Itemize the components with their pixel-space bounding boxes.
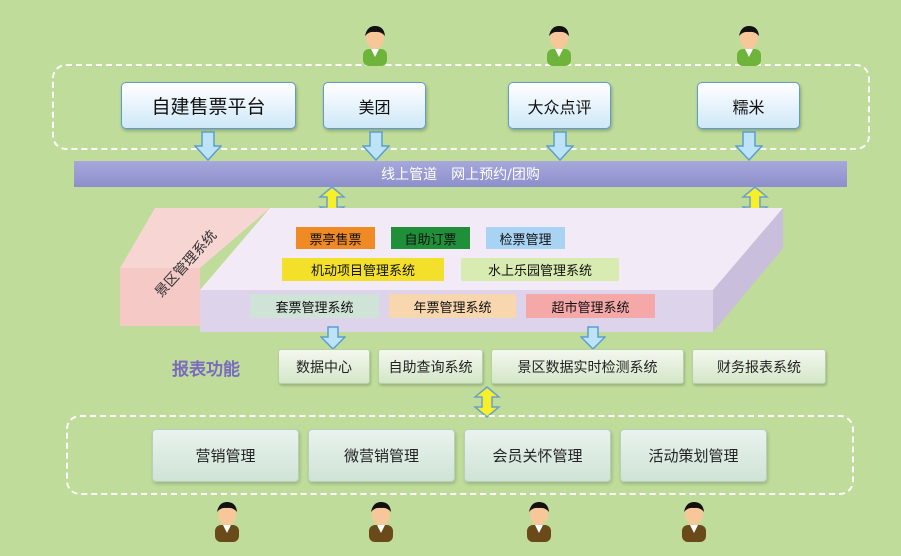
online-channel-bar: 线上管道 网上预约/团购 [74,161,847,187]
event-planning-management[interactable]: 活动策划管理 [620,429,767,482]
marketing-container [66,415,854,495]
user-icon [543,24,575,70]
channel-nuomi[interactable]: 糯米 [697,82,800,129]
module-self-booking[interactable]: 自助订票 [391,227,470,249]
arrow-down-icon [361,131,391,165]
report-section-label: 报表功能 [172,360,240,380]
user-icon [211,500,243,546]
module-annual-ticket[interactable]: 年票管理系统 [389,294,516,318]
module-package-ticket[interactable]: 套票管理系统 [250,294,379,318]
report-financial[interactable]: 财务报表系统 [692,349,826,384]
arrow-down-icon [579,326,607,354]
bidirectional-arrow-icon [472,386,502,422]
module-ticket-check[interactable]: 检票管理 [486,227,565,249]
channel-self-platform[interactable]: 自建售票平台 [121,82,296,129]
user-icon [359,24,391,70]
arrow-down-icon [545,131,575,165]
module-ticket-booth[interactable]: 票亭售票 [296,227,375,249]
channel-meituan[interactable]: 美团 [323,82,426,129]
report-self-query[interactable]: 自助查询系统 [378,349,483,384]
report-realtime-monitor[interactable]: 景区数据实时检测系统 [491,349,684,384]
module-supermarket[interactable]: 超市管理系统 [526,294,655,318]
user-icon [365,500,397,546]
user-icon [733,24,765,70]
marketing-management[interactable]: 营销管理 [152,429,299,482]
module-waterpark-system[interactable]: 水上乐园管理系统 [461,258,619,281]
micro-marketing-management[interactable]: 微营销管理 [308,429,455,482]
arrow-down-icon [193,131,223,165]
user-icon [523,500,555,546]
member-care-management[interactable]: 会员关怀管理 [464,429,611,482]
arrow-down-icon [319,326,347,354]
online-channel-label: 线上管道 网上预约/团购 [381,167,540,183]
module-rides-system[interactable]: 机动项目管理系统 [282,258,444,281]
channel-dianping[interactable]: 大众点评 [508,82,611,129]
arrow-down-icon [734,131,764,165]
user-icon [678,500,710,546]
channel-container [52,64,870,150]
report-data-center[interactable]: 数据中心 [278,349,370,384]
